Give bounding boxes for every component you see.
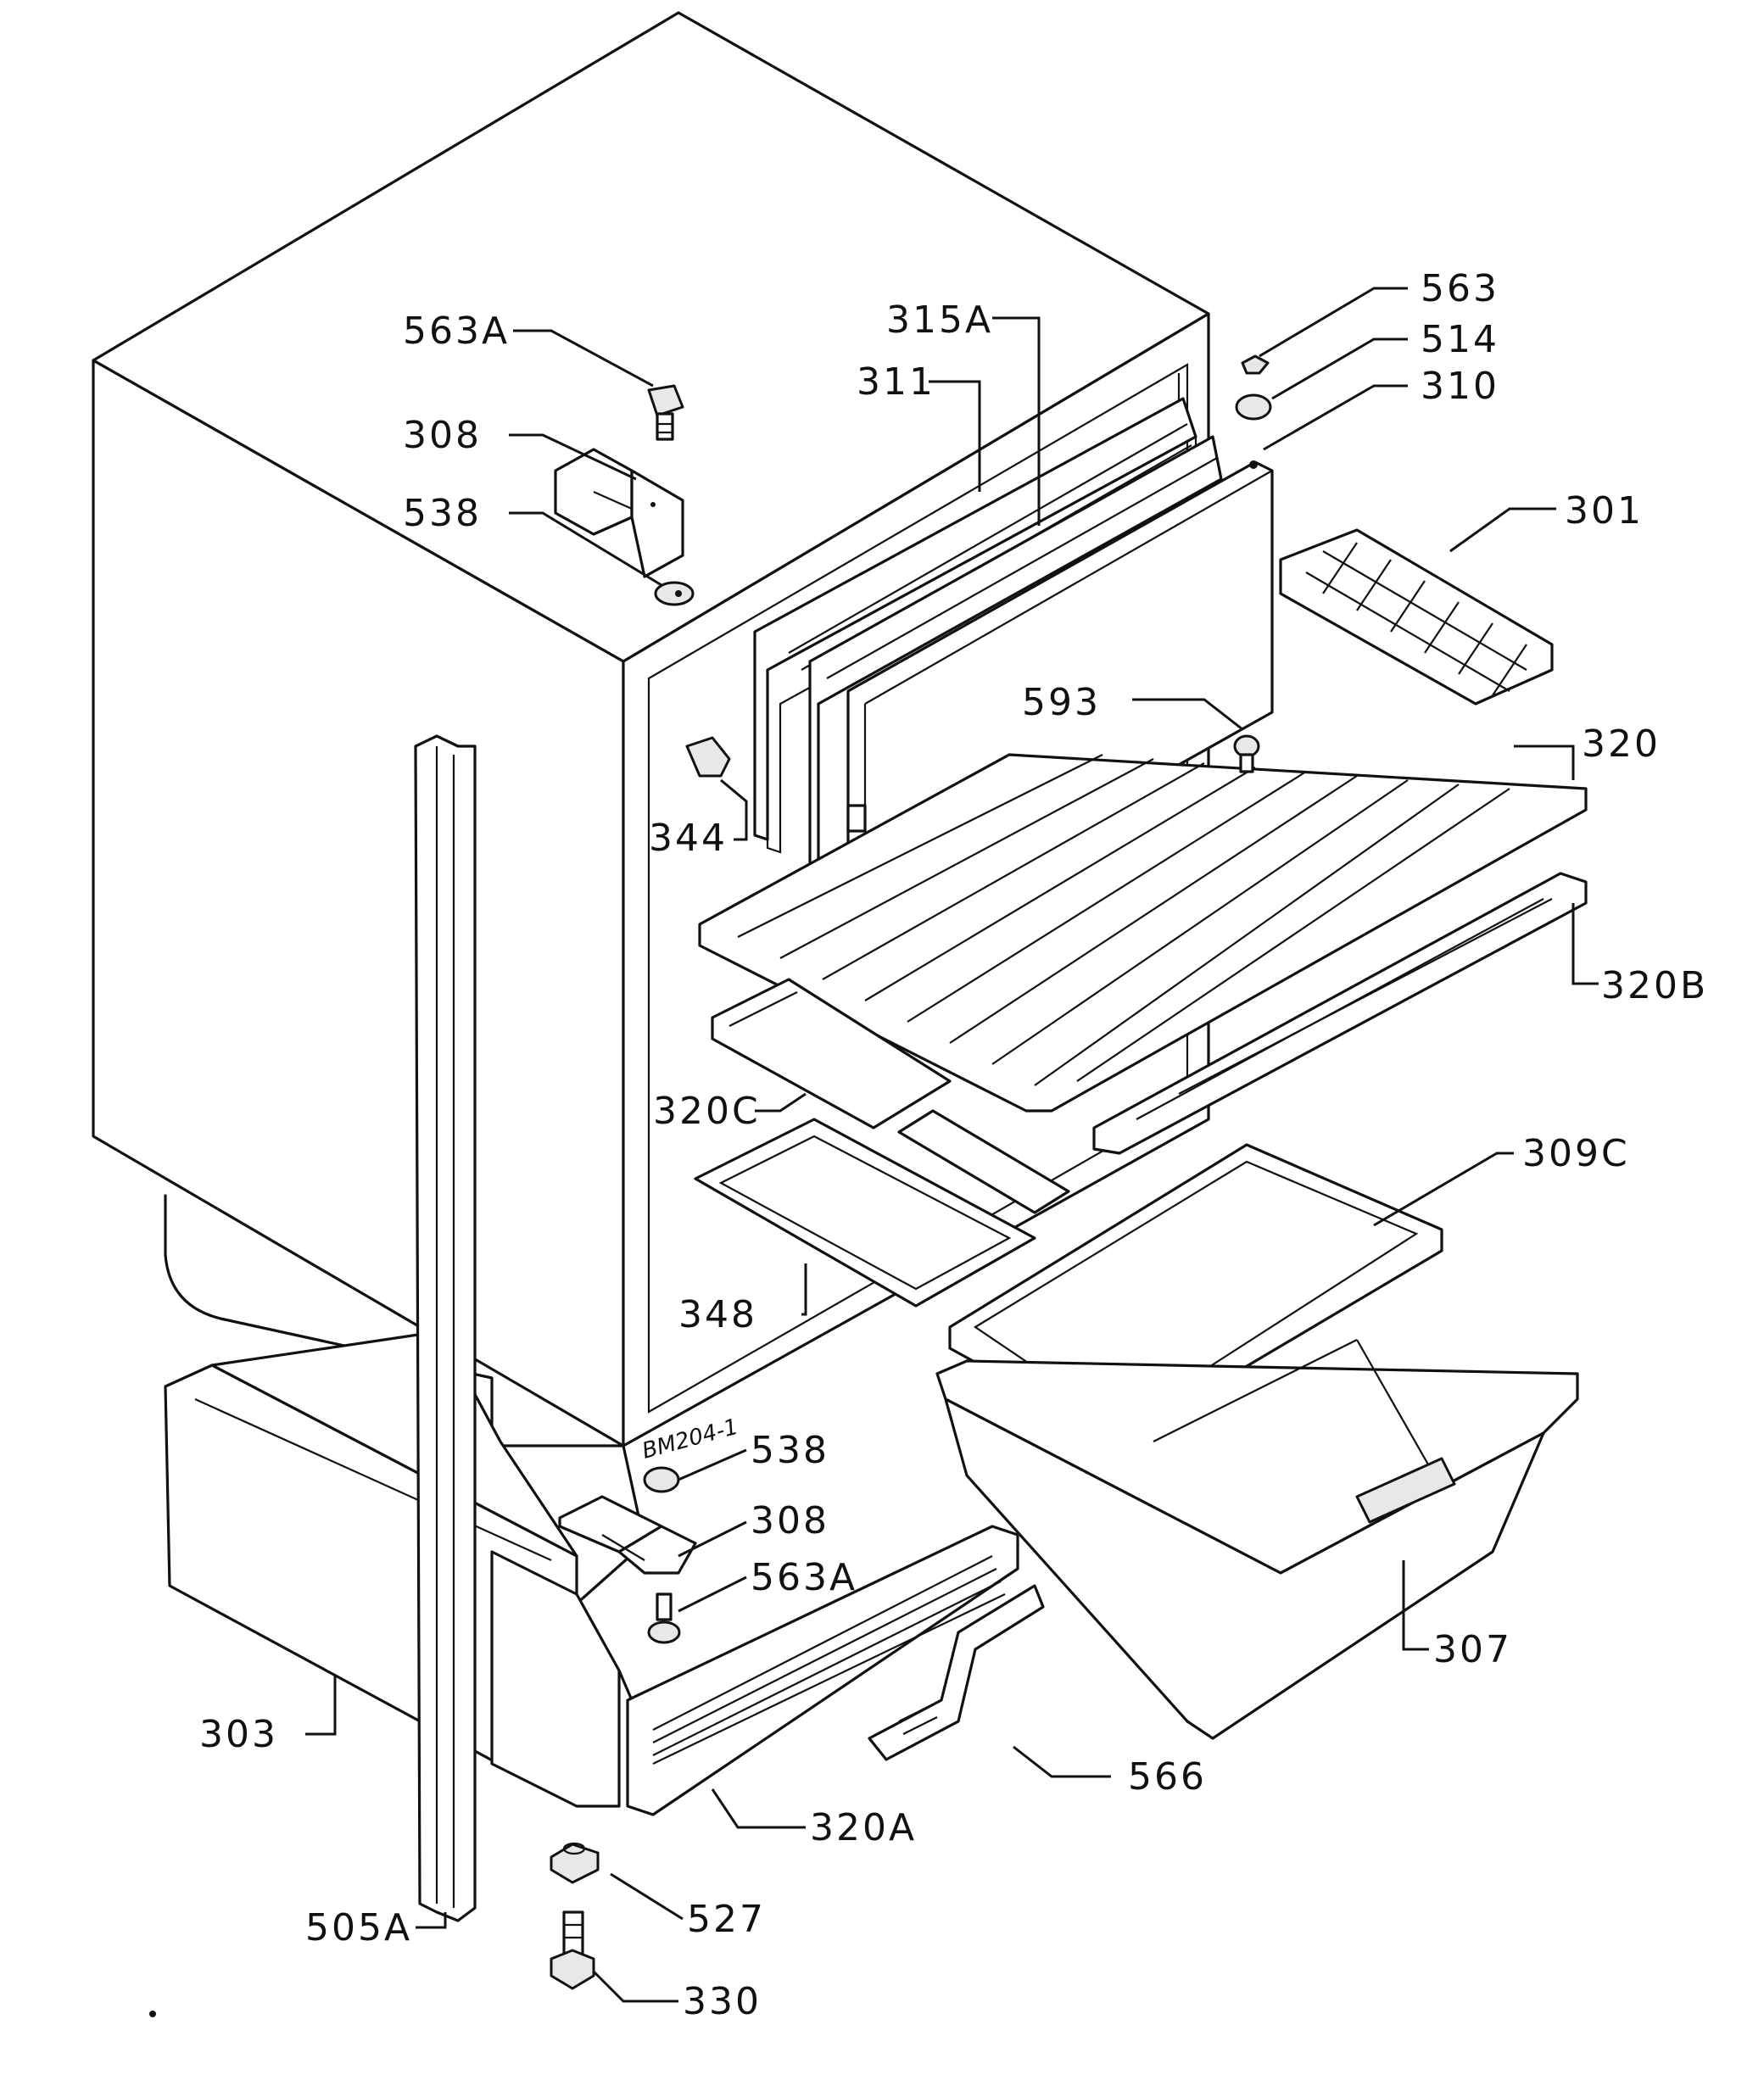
label-538-top: 538 <box>403 492 482 535</box>
label-320C: 320C <box>653 1090 761 1133</box>
bracket-344 <box>685 736 731 778</box>
label-514: 514 <box>1421 318 1499 361</box>
foot-screw-330 <box>550 1910 595 1990</box>
foot-cap-527 <box>550 1842 600 1884</box>
label-308-bottom: 308 <box>751 1499 829 1542</box>
label-308-top: 308 <box>403 414 482 457</box>
label-563: 563 <box>1421 267 1499 310</box>
label-538-bottom: 538 <box>751 1429 829 1472</box>
shelf-348 <box>694 1118 1036 1308</box>
label-593: 593 <box>1022 681 1101 724</box>
label-344: 344 <box>649 817 728 860</box>
washer-538-bottom <box>643 1466 680 1493</box>
hinge-top-308 <box>554 448 684 578</box>
label-320: 320 <box>1582 722 1661 766</box>
label-527: 527 <box>687 1898 766 1941</box>
shelf-320 <box>698 753 1588 1113</box>
shelf-320C <box>711 978 1070 1214</box>
label-320B: 320B <box>1601 964 1708 1007</box>
shelf-320B <box>1092 872 1588 1155</box>
crisper-drawer-307 <box>935 1339 1579 1740</box>
dot-mark <box>149 2011 156 2017</box>
screw-593 <box>1233 734 1260 773</box>
washer-538-top <box>654 581 695 606</box>
label-563A-top: 563A <box>403 310 510 353</box>
ice-tray-301 <box>1279 528 1554 706</box>
label-309C: 309C <box>1522 1132 1630 1175</box>
cap-514 <box>1235 393 1272 421</box>
label-566: 566 <box>1128 1755 1207 1799</box>
label-310: 310 <box>1421 365 1499 408</box>
label-303: 303 <box>199 1713 278 1756</box>
label-315A: 315A <box>886 298 993 342</box>
shelf-320-wires <box>737 754 1510 1086</box>
label-330: 330 <box>683 1980 762 2023</box>
label-563A-bottom: 563A <box>751 1556 857 1599</box>
label-348: 348 <box>678 1293 757 1336</box>
leader-lines <box>305 287 1599 2003</box>
label-505A: 505A <box>305 1906 412 1949</box>
screw-563A-top <box>647 384 684 441</box>
label-307: 307 <box>1433 1628 1512 1671</box>
label-301: 301 <box>1565 489 1644 533</box>
door-gasket-505A <box>414 734 477 1922</box>
screw-563A-bottom <box>647 1592 681 1644</box>
hinge-bottom-308 <box>558 1495 697 1575</box>
tool-566 <box>868 1584 1045 1761</box>
part-labels: 563A 308 538 315A 311 563 514 310 301 59… <box>199 267 1708 2023</box>
screw-563 <box>1241 354 1270 375</box>
label-320A: 320A <box>810 1806 917 1849</box>
bottom-grille-320A <box>626 1525 1019 1816</box>
label-311: 311 <box>857 360 935 404</box>
